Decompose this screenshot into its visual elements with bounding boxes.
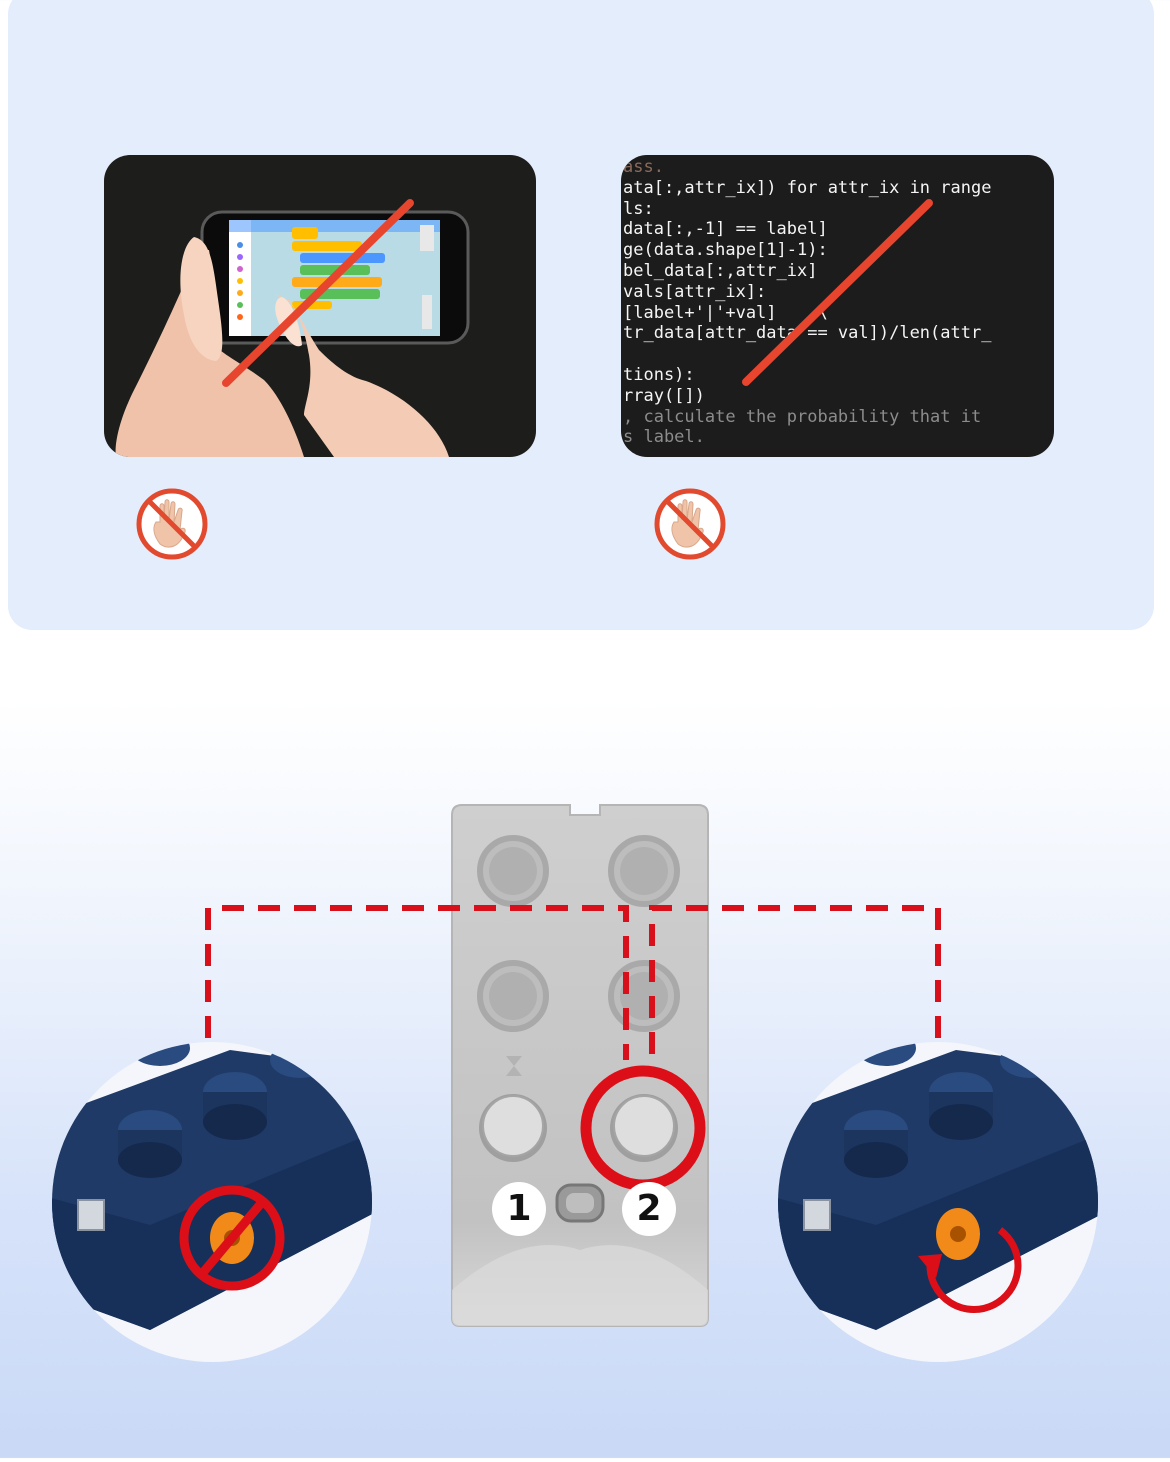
- code-line: ge(data.shape[1]-1):: [623, 240, 828, 261]
- rotate-arrow-icon: [926, 1227, 1022, 1313]
- stud: [608, 960, 680, 1032]
- no-touch-icon: [136, 488, 208, 560]
- controller-illustration: [52, 804, 1098, 1362]
- code-line: vals[attr_ix]:: [623, 281, 767, 302]
- strike-line: [742, 199, 933, 386]
- code-line: bel_data[:,attr_ix]: [623, 260, 818, 281]
- port-2-button: [610, 1094, 678, 1162]
- stud: [608, 835, 680, 907]
- stud: [477, 835, 549, 907]
- dashed-connectors: [205, 905, 941, 1060]
- code-line: tions):: [623, 364, 695, 385]
- remote-controller: [451, 804, 709, 1327]
- code-card: ass.ata[:,attr_ix]) for attr_ix in range…: [621, 155, 1054, 457]
- phone-illustration: [115, 199, 470, 457]
- code-line: data[:,-1] == label]: [623, 219, 828, 240]
- motor-brick-right: [778, 1042, 1098, 1362]
- code-line: rray([]): [623, 385, 705, 406]
- code-line: tr_data[attr_data == val])/len(attr_: [623, 323, 992, 344]
- strike-line: [222, 199, 414, 387]
- controller-diagram: 1 2: [0, 650, 1170, 1458]
- code-strike-overlay: [742, 199, 933, 386]
- stud: [477, 960, 549, 1032]
- code-line: , calculate the probability that it: [623, 406, 982, 427]
- code-line: ls:: [623, 198, 654, 219]
- port-1-label: 1: [492, 1182, 546, 1236]
- code-line: s label.: [623, 427, 705, 448]
- no-touch-icon: [654, 488, 726, 560]
- code-listing: ass.ata[:,attr_ix]) for attr_ix in range…: [623, 157, 991, 448]
- code-line: ata[:,attr_ix]) for attr_ix in range: [623, 177, 992, 198]
- app-coding-card: [104, 155, 536, 457]
- motor-brick-left: [52, 1042, 372, 1362]
- port-2-label: 2: [622, 1182, 676, 1236]
- port-1-button: [479, 1094, 547, 1162]
- code-line: ass.: [623, 157, 664, 177]
